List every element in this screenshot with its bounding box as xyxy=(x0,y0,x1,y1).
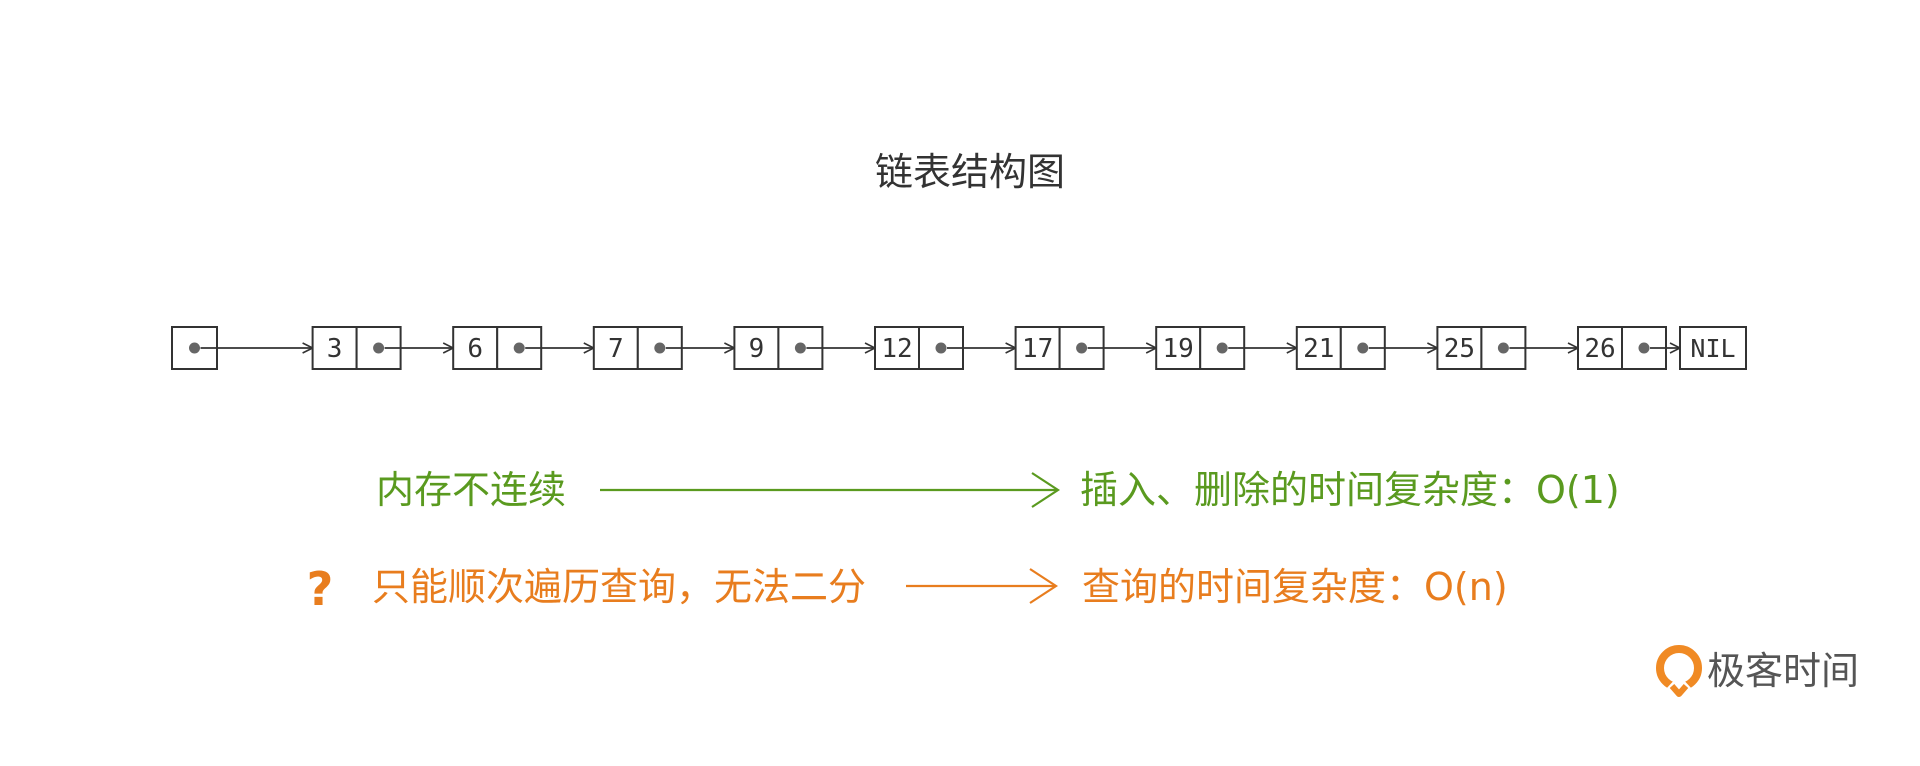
node-value-cell xyxy=(1295,326,1342,370)
node-value: 17 xyxy=(1022,334,1053,364)
geektime-logo-icon xyxy=(1656,645,1702,697)
row-memory-right: 插入、删除的时间复杂度：O(1) xyxy=(1080,468,1620,512)
node-value: 6 xyxy=(467,334,483,364)
node-pointer-dot xyxy=(794,342,806,354)
head-pointer-dot xyxy=(189,342,200,354)
node-value-cell xyxy=(1436,326,1483,370)
node-value: 21 xyxy=(1303,334,1334,364)
node-value: 7 xyxy=(608,334,624,364)
node-pointer-dot xyxy=(1497,342,1509,354)
node-value-cell xyxy=(1014,326,1061,370)
node-pointer-dot xyxy=(935,342,947,354)
linked-list: 3 6 7 9 12 17 19 21 25 26 NIL xyxy=(171,326,1747,370)
node-value: 12 xyxy=(881,334,912,364)
node-pointer-dot xyxy=(1638,342,1650,354)
node-pointer-dot xyxy=(513,342,525,354)
row-search-arrowhead xyxy=(1029,568,1059,604)
node-pointer-dot xyxy=(1076,342,1088,354)
brand-name: 极客时间 xyxy=(1707,649,1859,693)
node-pointer-dot xyxy=(1357,342,1369,354)
node-pointer-dot xyxy=(373,342,385,354)
node-value: 26 xyxy=(1584,334,1615,364)
node-value: 9 xyxy=(749,334,765,364)
node-value: 19 xyxy=(1163,334,1194,364)
row-memory-arrowhead xyxy=(1031,472,1061,508)
node-value-cell xyxy=(452,326,499,370)
row-search-left: 只能顺次遍历查询，无法二分 xyxy=(372,565,866,609)
node-value-cell xyxy=(311,326,358,370)
node-value: 25 xyxy=(1444,334,1475,364)
row-search: ? 只能顺次遍历查询，无法二分 查询的时间复杂度：O(n) xyxy=(307,562,1508,616)
nil-label: NIL xyxy=(1690,334,1735,363)
brand: 极客时间 xyxy=(1656,645,1859,697)
question-mark-icon: ? xyxy=(307,562,334,616)
diagram-title: 链表结构图 xyxy=(875,150,1065,194)
row-memory: 内存不连续 插入、删除的时间复杂度：O(1) xyxy=(376,468,1620,512)
node-value-cell xyxy=(1577,326,1623,370)
node-value-cell xyxy=(592,326,639,370)
node-pointer-dot xyxy=(1216,342,1228,354)
node-value-cell xyxy=(1155,326,1202,370)
node-pointer-dot xyxy=(654,342,666,354)
row-memory-left: 内存不连续 xyxy=(376,468,566,512)
nil-node xyxy=(1679,326,1747,370)
node-value: 3 xyxy=(327,334,343,364)
row-search-right: 查询的时间复杂度：O(n) xyxy=(1082,565,1508,609)
